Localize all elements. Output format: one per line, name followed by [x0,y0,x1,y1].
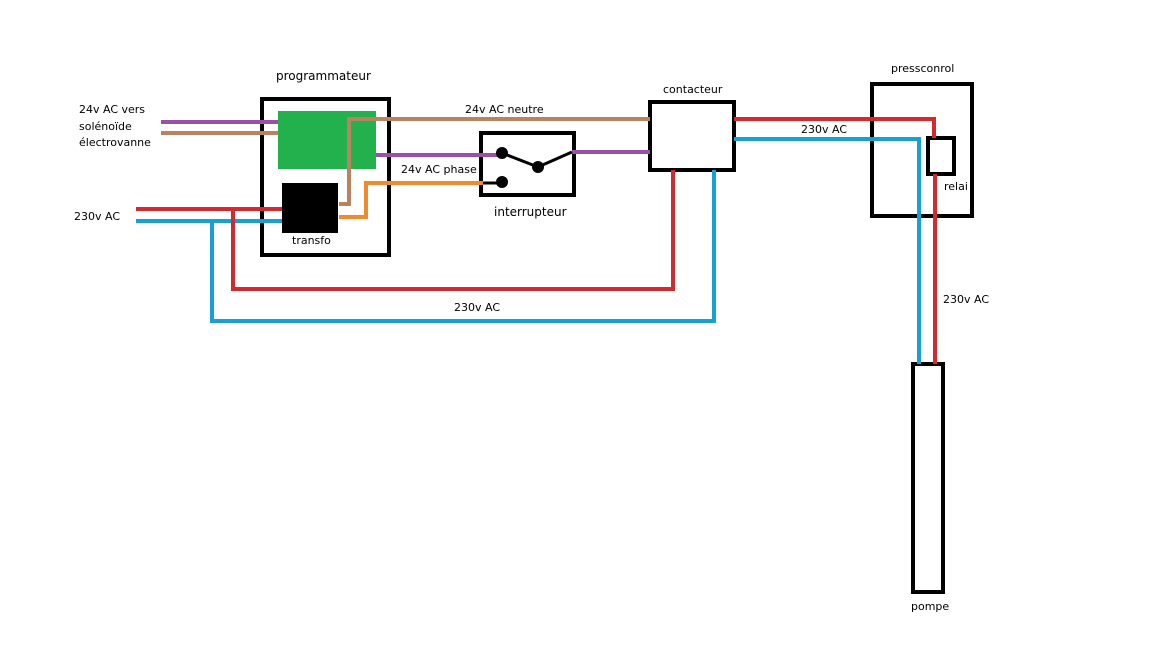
supply-left-label: 230v AC [74,210,120,223]
relai-box [926,136,956,176]
phase-wire [339,181,483,219]
solenoid-label-1: 24v AC vers [79,103,145,116]
programmateur-box [260,97,391,257]
programmateur-label: programmateur [276,69,371,83]
solenoid-label-2: solénoïde [79,120,132,133]
switch-lever-out [537,150,573,169]
phase-label: 24v AC phase [401,163,477,176]
interrupteur-label: interrupteur [494,205,567,219]
contactor-red-loop [231,170,675,291]
pompe-box [911,362,945,594]
pressconrol-box [870,82,974,218]
switch-lever [501,151,539,169]
interrupteur-box [479,131,576,197]
switch-contact-bottom [496,176,508,188]
bottom-230-label: 230v AC [454,301,500,314]
pressconrol-label: pressconrol [891,62,954,75]
neutre-wire [339,117,650,206]
neutre-label: 24v AC neutre [465,103,544,116]
pump-230-label: 230v AC [943,293,989,306]
press-230-label: 230v AC [801,123,847,136]
press-blue-wire [734,137,921,364]
contacteur-box [648,100,736,172]
press-red-wire [734,117,936,138]
transfo-label: transfo [292,234,331,247]
pompe-label: pompe [911,600,949,613]
switch-contact-top [496,147,508,159]
relai-label: relai [944,180,968,193]
contactor-blue-loop [210,170,716,323]
transfo-block [282,183,338,233]
contacteur-label: contacteur [663,83,723,96]
solenoid-label-3: électrovanne [79,136,151,149]
switch-contact-common [532,161,544,173]
